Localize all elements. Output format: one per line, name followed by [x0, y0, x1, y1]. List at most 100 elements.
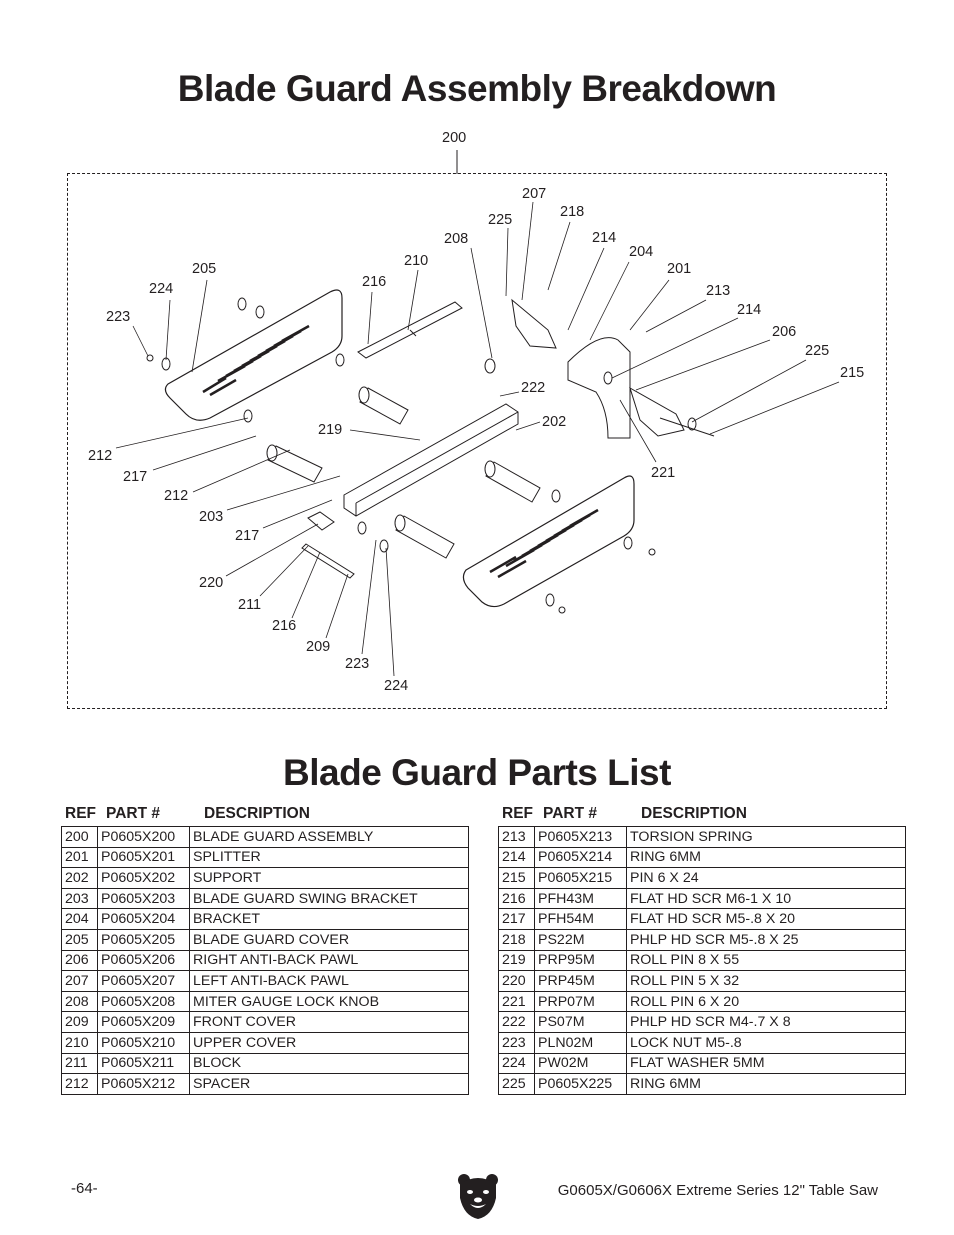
description-cell: BRACKET [189, 908, 469, 930]
callout-label: 213 [706, 283, 731, 299]
table-header: REF PART # DESCRIPTION [498, 802, 906, 826]
part-number-cell: PRP07M [534, 990, 627, 1013]
callout-label: 223 [106, 309, 131, 325]
block-and-front-cover [301, 511, 355, 579]
callout-label: 222 [521, 380, 546, 396]
ref-cell: 205 [61, 928, 98, 951]
part-number-cell: P0605X214 [534, 846, 627, 869]
ref-cell: 204 [61, 908, 98, 930]
diagram-title: Blade Guard Assembly Breakdown [177, 68, 777, 109]
page-number: -64- [71, 1180, 98, 1197]
callout-200-leader [456, 150, 458, 174]
part-number-cell: P0605X208 [97, 990, 190, 1013]
description-cell: BLADE GUARD ASSEMBLY [189, 826, 469, 848]
part-number-cell: P0605X205 [97, 928, 190, 951]
part-number-cell: P0605X206 [97, 949, 190, 972]
description-cell: PIN 6 X 24 [626, 867, 906, 889]
anti-back-pawls [511, 298, 685, 437]
callout-label: 211 [238, 597, 262, 613]
ref-cell: 208 [61, 990, 98, 1013]
part-number-cell: P0605X207 [97, 970, 190, 992]
ref-cell: 214 [498, 846, 535, 869]
description-cell: ROLL PIN 5 X 32 [626, 970, 906, 992]
part-number-cell: P0605X225 [534, 1073, 627, 1095]
part-number-cell: P0605X211 [97, 1052, 190, 1075]
callout-label: 223 [345, 656, 370, 672]
ref-cell: 223 [498, 1031, 535, 1054]
ref-cell: 222 [498, 1011, 535, 1033]
header-ref: REF [65, 805, 96, 822]
description-cell: BLADE GUARD SWING BRACKET [189, 887, 469, 910]
callout-label: 214 [592, 230, 617, 246]
callout-label: 210 [404, 253, 429, 269]
callout-label: 209 [306, 639, 331, 655]
description-cell: RIGHT ANTI-BACK PAWL [189, 949, 469, 972]
callout-label: 224 [384, 678, 409, 694]
part-number-cell: P0605X212 [97, 1073, 190, 1095]
ref-cell: 209 [61, 1011, 98, 1033]
support-bar [343, 403, 519, 517]
ref-cell: 207 [61, 970, 98, 992]
part-number-cell: PFH43M [534, 887, 627, 910]
part-number-cell: PS22M [534, 928, 627, 951]
callout-label: 207 [522, 186, 547, 202]
description-cell: UPPER COVER [189, 1031, 469, 1054]
part-number-cell: PFH54M [534, 908, 627, 930]
ref-cell: 220 [498, 970, 535, 992]
description-cell: SPACER [189, 1073, 469, 1095]
callout-label: 200 [442, 130, 467, 146]
part-number-cell: P0605X210 [97, 1031, 190, 1054]
callout-label: 206 [772, 324, 797, 340]
ref-cell: 224 [498, 1052, 535, 1075]
callout-label: 215 [840, 365, 865, 381]
ref-cell: 213 [498, 826, 535, 848]
ref-cell: 219 [498, 949, 535, 972]
description-cell: FLAT HD SCR M5-.8 X 20 [626, 908, 906, 930]
ref-cell: 212 [61, 1073, 98, 1095]
callout-label: 202 [542, 414, 567, 430]
callout-label: 225 [488, 212, 513, 228]
description-cell: SPLITTER [189, 846, 469, 869]
part-number-cell: PS07M [534, 1011, 627, 1033]
description-cell: PHLP HD SCR M5-.8 X 25 [626, 928, 906, 951]
part-number-cell: P0605X215 [534, 867, 627, 889]
ref-cell: 202 [61, 867, 98, 889]
callout-label: 208 [444, 231, 469, 247]
ref-cell: 221 [498, 990, 535, 1013]
description-cell: FRONT COVER [189, 1011, 469, 1033]
header-description: DESCRIPTION [204, 805, 310, 822]
description-cell: BLADE GUARD COVER [189, 928, 469, 951]
callout-label: 220 [199, 575, 224, 591]
callout-label: 204 [629, 244, 654, 260]
part-number-cell: P0605X209 [97, 1011, 190, 1033]
description-cell: LOCK NUT M5-.8 [626, 1031, 906, 1054]
description-cell: LEFT ANTI-BACK PAWL [189, 970, 469, 992]
header-part: PART # [106, 805, 160, 822]
callout-label: 217 [235, 528, 260, 544]
description-cell: RING 6MM [626, 1073, 906, 1095]
splitter [567, 337, 631, 439]
pin-215 [659, 417, 715, 437]
table-header: REF PART # DESCRIPTION [61, 802, 469, 826]
ref-cell: 203 [61, 887, 98, 910]
parts-list-title: Blade Guard Parts List [283, 752, 671, 793]
part-number-cell: P0605X203 [97, 887, 190, 910]
